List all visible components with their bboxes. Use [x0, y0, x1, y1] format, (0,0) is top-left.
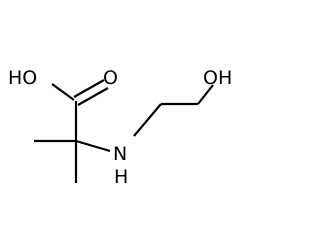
bond-c1-o-double-a — [73, 79, 105, 98]
terminal-hydroxyl-label: OH — [203, 67, 232, 89]
carbonyl-oxygen-label: O — [103, 67, 118, 89]
bond-c4-oh — [197, 84, 214, 105]
amine-hydrogen-label: H — [114, 166, 128, 188]
skeletal-formula: HO O N H OH — [8, 67, 232, 188]
bond-c1-o-double-b — [77, 87, 109, 106]
bond-c1-oh — [51, 83, 75, 101]
structure-diagram: HO O N H OH — [8, 67, 233, 188]
hydroxyl-label: HO — [8, 67, 37, 89]
bond-c2-n — [75, 139, 111, 153]
bond-n-c3 — [133, 103, 162, 137]
amine-nitrogen-label: N — [113, 143, 127, 165]
